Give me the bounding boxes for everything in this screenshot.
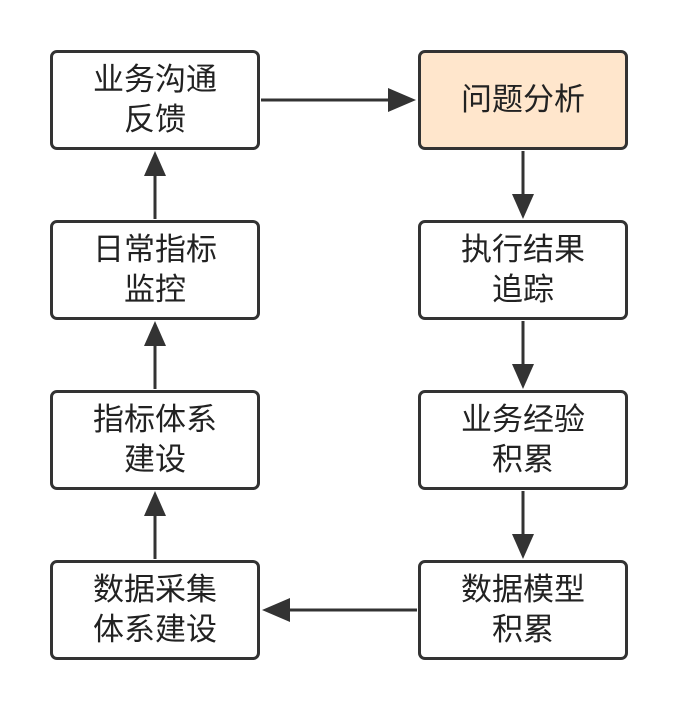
node-label-line1: 数据采集 [93,572,217,608]
node-label-line2: 积累 [492,612,554,648]
node-label-line1: 指标体系 [93,402,217,438]
node-label-line2: 反馈 [124,102,186,138]
arrowhead-experience-to-model [512,534,534,559]
arrowhead-comm-to-analysis [388,88,416,112]
node-label-line1: 业务经验 [461,402,585,438]
node-daily-metric-monitoring: 日常指标 监控 [50,220,260,320]
node-business-communication-feedback: 业务沟通 反馈 [50,50,260,150]
node-label-line1: 问题分析 [461,82,585,118]
node-label-line2: 监控 [124,272,186,308]
node-problem-analysis: 问题分析 [418,50,628,150]
arrowhead-track-to-experience [512,364,534,389]
node-metric-system-building: 指标体系 建设 [50,390,260,490]
node-business-experience-accumulation: 业务经验 积累 [418,390,628,490]
arrowhead-system-to-monitor [144,321,166,346]
node-execution-result-tracking: 执行结果 追踪 [418,220,628,320]
arrowhead-monitor-to-comm [144,151,166,176]
arrowhead-collect-to-system [144,491,166,516]
node-label-line2: 积累 [492,442,554,478]
node-label-line1: 业务沟通 [93,62,217,98]
node-label-line1: 数据模型 [461,572,585,608]
node-data-collection-system-building: 数据采集 体系建设 [50,560,260,660]
node-data-model-accumulation: 数据模型 积累 [418,560,628,660]
node-label-line2: 追踪 [492,272,554,308]
node-label-line1: 执行结果 [461,232,585,268]
arrowhead-model-to-collect [262,598,290,622]
node-label-line1: 日常指标 [93,232,217,268]
arrowhead-analysis-to-track [512,194,534,219]
node-label-line2: 建设 [124,442,186,478]
node-label-line2: 体系建设 [93,612,217,648]
